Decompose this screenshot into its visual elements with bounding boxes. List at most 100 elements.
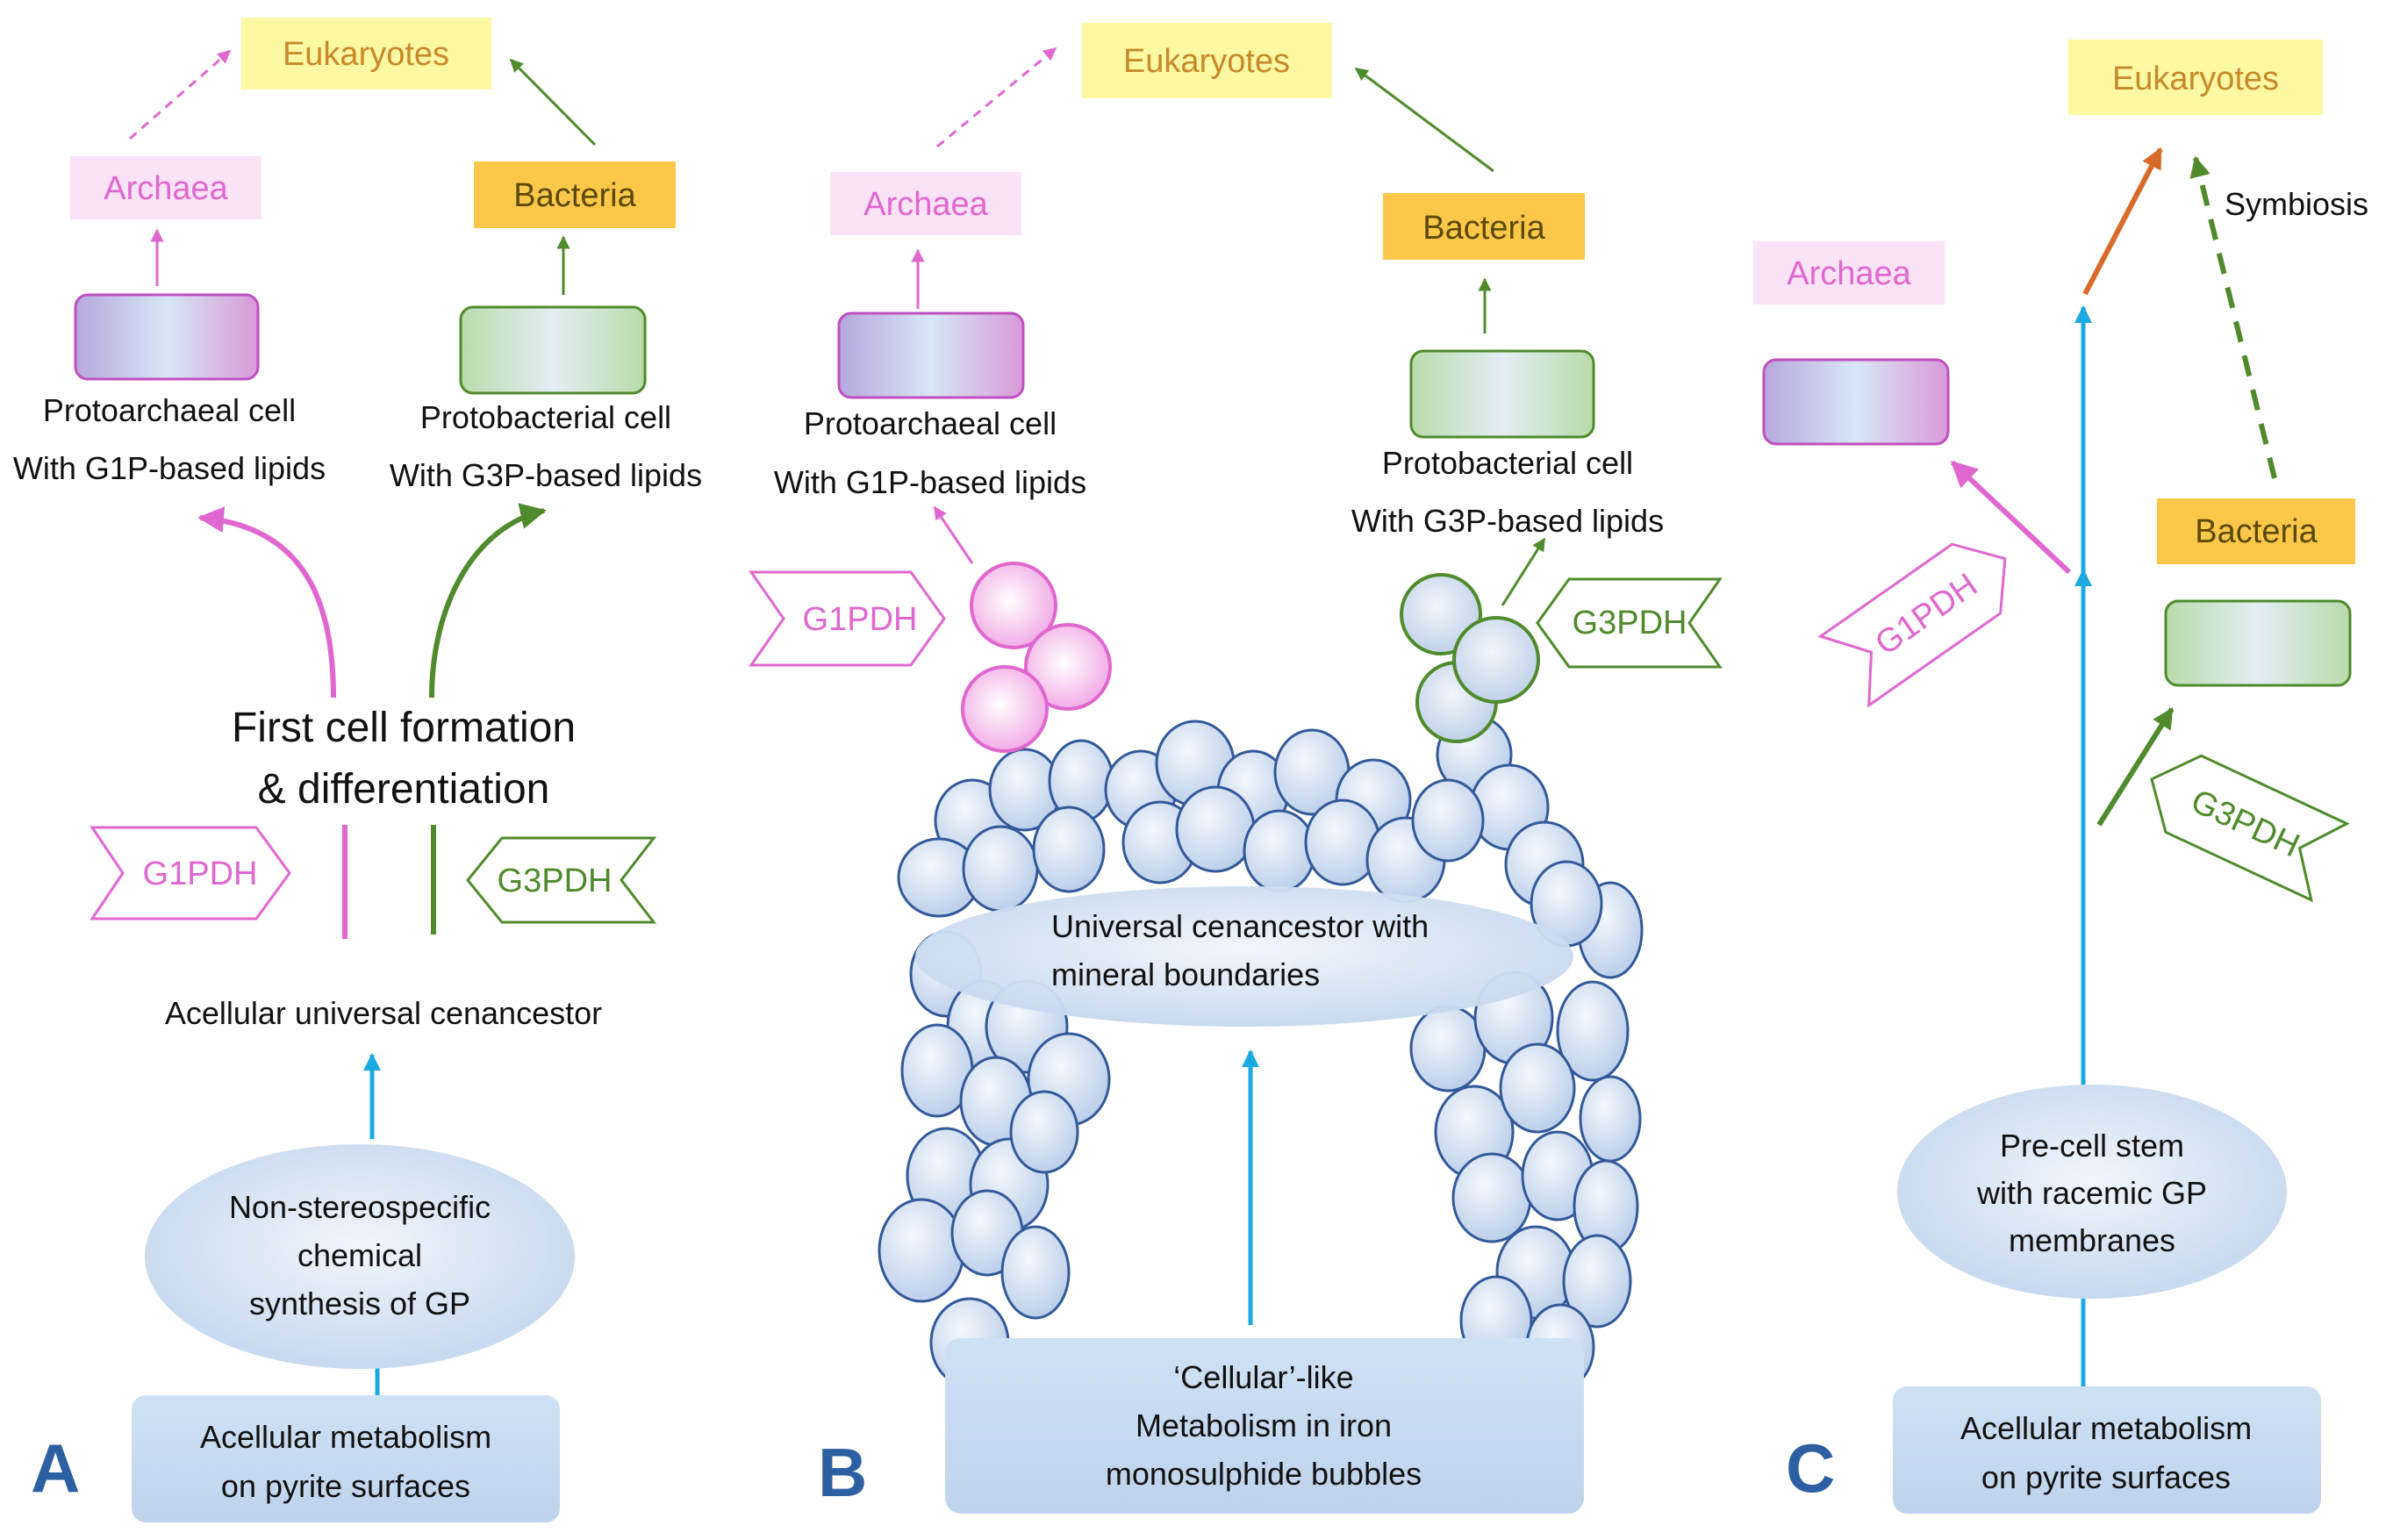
archaea-box-b	[830, 172, 1021, 235]
g3pdh-tag-c: G3PDH	[2150, 754, 2350, 903]
g1pdh-label-a: G1PDH	[143, 856, 258, 892]
bacteria-cell-c	[2164, 599, 2352, 687]
cenancestor-line2-b: mineral boundaries	[1051, 956, 1320, 992]
cenancestor-line1-b: Universal cenancestor with	[1051, 908, 1429, 944]
synthesis-line2-a: chemical	[297, 1237, 422, 1273]
cenancestor-label-a: Acellular universal cenancestor	[165, 995, 602, 1031]
synthesis-line3-a: synthesis of GP	[249, 1286, 470, 1322]
archaea-box-a	[70, 156, 262, 219]
blue-bubble	[1499, 1042, 1576, 1134]
eukaryotes-box-b	[1082, 23, 1332, 98]
panel-letter-a: A	[31, 1429, 80, 1507]
archaea-label-c: Archaea	[1787, 255, 1911, 292]
g3pdh-tag-b	[1536, 577, 1723, 669]
blue-bubble	[1032, 806, 1106, 893]
blue-bubble	[1243, 809, 1316, 893]
green-bubble	[1400, 573, 1482, 655]
g1pdh-tag-a	[90, 826, 291, 920]
curved-pink-arrow-a	[197, 506, 336, 698]
panel-a: Eukaryotes Archaea Bacteria Protoarchaea…	[13, 18, 702, 1522]
blue-bubble	[962, 825, 1039, 913]
green-bubble	[1452, 616, 1540, 704]
metabolism-line1-b: ‘Cellular’-like	[1173, 1359, 1353, 1395]
protoarchaeal-cell-a	[74, 293, 260, 381]
differentiation-label-a: & differentiation	[258, 766, 550, 813]
eukaryotes-label-b: Eukaryotes	[1123, 43, 1290, 80]
cenancestor-ellipse-b	[915, 886, 1573, 1027]
pink-bubble-arrow-b	[933, 505, 974, 564]
synthesis-ellipse-a	[145, 1144, 575, 1369]
blue-bubble	[1411, 778, 1485, 863]
blue-bubble	[1009, 1090, 1079, 1174]
protobacterial-lipids-a: With G3P-based lipids	[390, 457, 702, 493]
metabolism-line2-c: on pyrite surfaces	[1981, 1459, 2231, 1495]
bacteria-label-c: Bacteria	[2195, 513, 2318, 550]
bacteria-label-a: Bacteria	[513, 177, 636, 214]
eukaryotes-label-a: Eukaryotes	[283, 36, 449, 73]
archaea-box-c	[1753, 241, 1945, 304]
metabolism-line2-a: on pyrite surfaces	[221, 1468, 470, 1504]
symbiosis-label-c: Symbiosis	[2225, 186, 2368, 222]
bacteria-to-eukaryotes-arrow-a	[509, 58, 597, 147]
g3pdh-tag-a	[466, 836, 657, 924]
pink-bubble	[961, 665, 1049, 753]
bacteria-branch-arrow-c	[2096, 706, 2175, 827]
iron-monosulphide-bubbles	[878, 714, 1644, 1391]
protobacterial-cell-a	[459, 305, 647, 395]
metabolism-line1-c: Acellular metabolism	[1960, 1410, 2252, 1446]
blue-bubble	[1175, 785, 1256, 873]
g1pdh-label-b: G1PDH	[803, 601, 918, 638]
metabolism-line2-b: Metabolism in iron	[1136, 1407, 1392, 1443]
bacteria-box-a	[474, 161, 676, 228]
metabolism-box-a	[132, 1395, 560, 1522]
metabolism-box-c	[1893, 1386, 2321, 1514]
curved-green-arrow-a	[429, 503, 547, 698]
eukaryotes-label-c: Eukaryotes	[2112, 61, 2279, 97]
precell-line3-c: membranes	[2009, 1222, 2175, 1258]
metabolism-line1-a: Acellular metabolism	[200, 1419, 491, 1455]
blue-bubble	[1579, 1075, 1642, 1163]
g3pdh-label-b: G3PDH	[1573, 605, 1687, 641]
blue-bubble	[1451, 1152, 1532, 1243]
protoarchaeal-label-a: Protoarchaeal cell	[43, 392, 296, 428]
eukaryote-branch-arrow-c	[2082, 147, 2163, 296]
blue-bubble	[878, 1198, 965, 1303]
bacteria-box-b	[1383, 193, 1585, 260]
protoarchaeal-lipids-b: With G1P-based lipids	[774, 464, 1086, 500]
pink-bubble	[1024, 623, 1112, 711]
symbiosis-arrow-c	[2189, 155, 2277, 479]
archaea-label-a: Archaea	[104, 170, 228, 207]
archaea-cell-c	[1762, 358, 1950, 446]
blue-bubble	[1556, 980, 1630, 1082]
blue-bubble	[1562, 1234, 1632, 1329]
blue-bubble	[1409, 1005, 1487, 1092]
archaea-branch-arrow-c	[1950, 460, 2072, 575]
bacteria-label-b: Bacteria	[1422, 210, 1545, 247]
first-cell-formation-label-a: First cell formation	[232, 705, 576, 751]
protobacterial-label-a: Protobacterial cell	[420, 399, 671, 435]
bacteria-to-eukaryotes-arrow-b	[1354, 67, 1494, 173]
precell-line1-c: Pre-cell stem	[2000, 1128, 2184, 1164]
panel-letter-c: C	[1786, 1429, 1835, 1507]
precell-line2-c: with racemic GP	[1976, 1175, 2207, 1211]
metabolism-box-b	[945, 1338, 1584, 1514]
g3pdh-label-a: G3PDH	[498, 863, 613, 899]
protobacterial-label-b: Protobacterial cell	[1382, 445, 1633, 481]
synthesis-line1-a: Non-stereospecific	[229, 1189, 491, 1225]
g1pdh-tag-b	[749, 570, 946, 667]
precell-ellipse-c	[1897, 1085, 2287, 1299]
blue-bubble	[1000, 1225, 1071, 1320]
panel-b: Eukaryotes Archaea Bacteria Protoarchaea…	[749, 23, 1723, 1514]
protoarchaeal-label-b: Protoarchaeal cell	[804, 405, 1057, 441]
bacteria-box-c	[2157, 498, 2355, 564]
protobacterial-lipids-b: With G3P-based lipids	[1351, 503, 1664, 539]
protoarchaeal-lipids-a: With G1P-based lipids	[13, 450, 326, 486]
eukaryotes-box-a	[241, 18, 491, 90]
protobacterial-cell-b	[1409, 349, 1595, 439]
archaea-to-eukaryotes-arrow-a	[129, 49, 232, 140]
archaea-to-eukaryotes-arrow-b	[936, 47, 1057, 148]
g1pdh-tag-c: G1PDH	[1817, 542, 2007, 708]
archaea-label-b: Archaea	[863, 186, 988, 223]
green-bubble-arrow-b	[1501, 537, 1546, 606]
